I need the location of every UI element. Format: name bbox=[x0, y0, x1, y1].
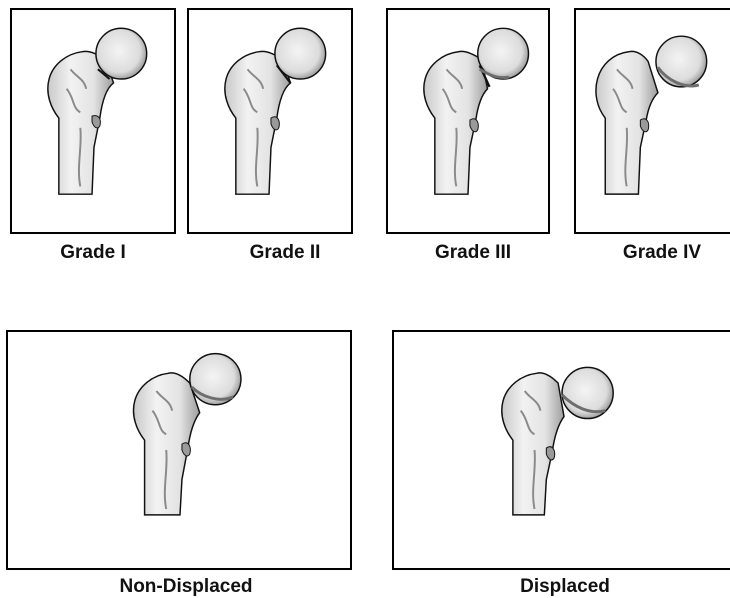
displaced-label: Displaced bbox=[392, 576, 730, 598]
grade-3-femur-illustration bbox=[388, 10, 548, 232]
grade-3-panel bbox=[386, 8, 550, 234]
grade-4-label: Grade IV bbox=[574, 242, 730, 264]
grade-3-label: Grade III bbox=[386, 242, 560, 264]
displaced-femur-illustration bbox=[394, 332, 730, 568]
grade-2-label: Grade II bbox=[187, 242, 383, 264]
displaced-panel bbox=[392, 330, 730, 570]
non-displaced-label: Non-Displaced bbox=[6, 576, 366, 598]
grade-1-panel bbox=[10, 8, 176, 234]
grade-2-femur-illustration bbox=[189, 10, 351, 232]
non-displaced-femur-illustration bbox=[8, 332, 350, 568]
grade-1-femur-illustration bbox=[12, 10, 174, 232]
grade-2-panel bbox=[187, 8, 353, 234]
grade-1-label: Grade I bbox=[10, 242, 176, 264]
grade-4-panel bbox=[574, 8, 730, 234]
grade-4-femur-illustration bbox=[576, 10, 730, 232]
non-displaced-panel bbox=[6, 330, 352, 570]
